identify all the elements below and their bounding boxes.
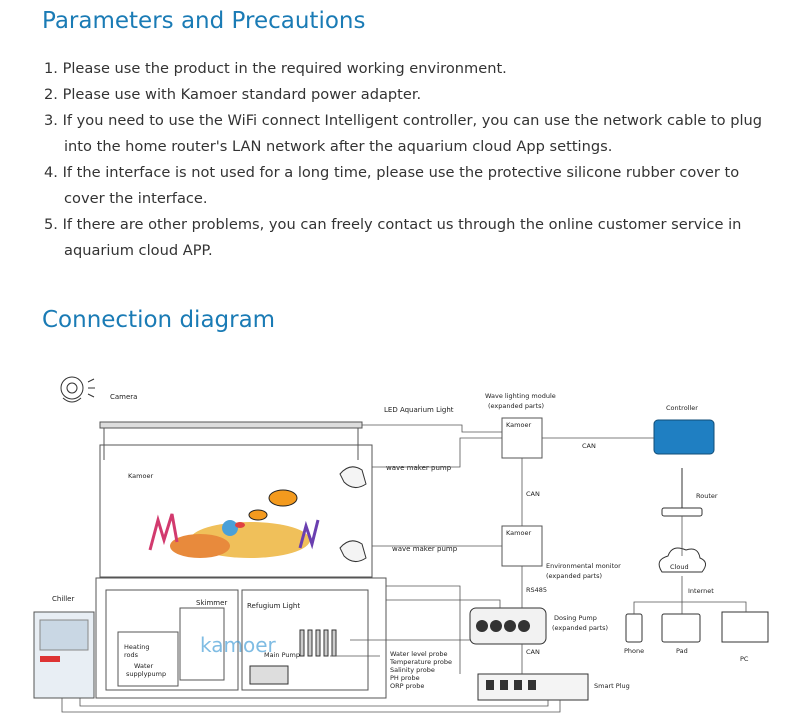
controller-label: Controller	[666, 404, 698, 412]
camera-icon	[60, 376, 95, 403]
env-monitor-sub: (expanded parts)	[546, 572, 602, 580]
env-monitor-brand: Kamoer	[506, 529, 531, 537]
probe-label: Water level probe	[390, 650, 448, 658]
pc-label: PC	[740, 655, 749, 663]
precaution-item: 2. Please use with Kamoer standard power…	[44, 86, 422, 103]
can-label: CAN	[526, 490, 540, 498]
watermark-brand: kamoer	[200, 633, 277, 657]
cloud-icon	[658, 547, 706, 573]
probe-label: Salinity probe	[390, 666, 435, 674]
led-label: LED Aquarium Light	[384, 406, 454, 414]
env-monitor-box	[501, 525, 543, 567]
skimmer-icon	[179, 607, 225, 681]
phone-icon	[625, 613, 643, 643]
chiller-label: Chiller	[52, 595, 74, 603]
connection-title: Connection diagram	[42, 307, 276, 333]
parameters-title: Parameters and Precautions	[42, 8, 366, 34]
can-label: CAN	[582, 442, 596, 450]
probe-label: ORP probe	[390, 682, 424, 690]
probe-label: PH probe	[390, 674, 420, 682]
can-label: CAN	[526, 648, 540, 656]
precautions-list: 1. Please use the product in the require…	[44, 56, 774, 264]
smart-plug-icon	[477, 673, 589, 701]
precaution-item: 3. If you need to use the WiFi connect I…	[44, 112, 763, 155]
dosing-label: Dosing Pump	[554, 614, 597, 622]
pad-icon	[661, 613, 701, 643]
refugium-label: Refugium Light	[247, 602, 300, 610]
wavemaker-pump-icon	[339, 466, 367, 562]
router-label: Router	[696, 492, 718, 500]
main-pump-label: Main Pump	[264, 651, 300, 659]
internet-label: Internet	[688, 587, 714, 595]
heating-label: Heating	[124, 643, 149, 651]
router-icon	[661, 468, 703, 517]
pc-icon	[721, 611, 769, 643]
wave-module-label: Wave lighting module	[485, 392, 556, 400]
sump-left	[105, 589, 239, 691]
aquarium-scene	[148, 489, 320, 558]
water-pump-label: Water	[134, 662, 154, 670]
controller-icon	[653, 419, 715, 455]
precaution-item: 1. Please use the product in the require…	[44, 60, 507, 77]
heating-label: rods	[124, 651, 139, 659]
precaution-item: 4. If the interface is not used for a lo…	[44, 164, 740, 207]
wavemaker1-label: wave maker pump	[386, 464, 452, 472]
cabinet	[95, 577, 387, 699]
cables	[61, 424, 747, 713]
wavemaker2-label: wave maker pump	[392, 545, 458, 553]
wave-module-brand: Kamoer	[506, 421, 531, 429]
tank-brand: Kamoer	[128, 472, 153, 480]
phone-label: Phone	[624, 647, 644, 655]
smart-plug-label: Smart Plug	[594, 682, 630, 690]
aquarium-tank	[99, 444, 373, 578]
cloud-label: Cloud	[670, 563, 689, 571]
connection-diagram: Camera LED Aquarium Light Kamoer wave ma…	[33, 376, 769, 713]
led-light	[99, 421, 363, 429]
skimmer-label: Skimmer	[196, 599, 227, 607]
water-pump-label: supplypump	[126, 670, 166, 678]
probes-icon	[299, 629, 337, 657]
pad-label: Pad	[676, 647, 688, 655]
env-monitor-label: Environmental monitor	[546, 562, 621, 570]
dosing-sub: (expanded parts)	[552, 624, 608, 632]
dosing-pump-icon	[469, 607, 547, 645]
main-pump-icon	[249, 665, 289, 685]
precaution-item: 5. If there are other problems, you can …	[44, 216, 742, 259]
camera-label: Camera	[110, 393, 137, 401]
chiller-icon	[33, 611, 95, 699]
rs485-label: RS485	[526, 586, 547, 594]
wave-module-sub: (expanded parts)	[488, 402, 544, 410]
probe-label: Temperature probe	[389, 658, 452, 666]
